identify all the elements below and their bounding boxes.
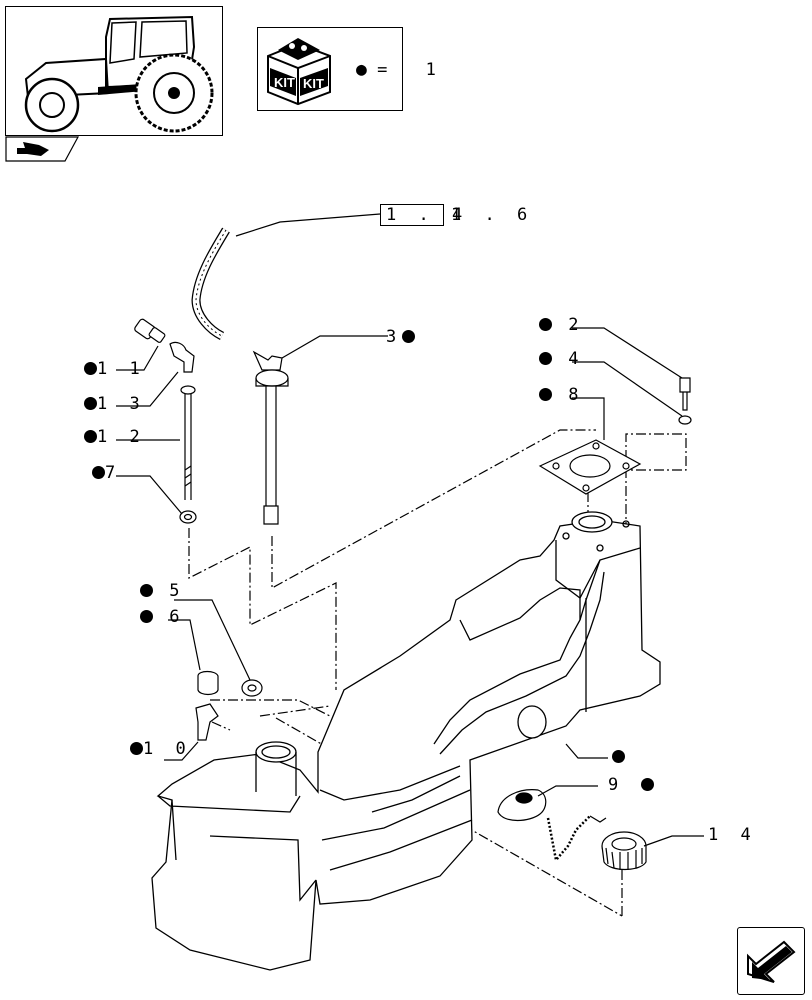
callout-5[interactable]: 5 <box>140 582 186 600</box>
kit-dot-icon <box>539 388 552 401</box>
reference-boxed-text: 1 . 1 <box>386 205 468 225</box>
callout-10[interactable]: 1 0 <box>130 740 192 758</box>
kit-dot-icon <box>539 352 552 365</box>
callout-4[interactable]: 4 <box>539 350 585 368</box>
next-page-arrow-icon <box>747 940 796 983</box>
callout-7[interactable]: 7 <box>92 464 121 482</box>
kit-label-left: KIT <box>274 75 295 90</box>
kit-dot-icon <box>402 330 416 343</box>
kit-legend-text: ● = 1 <box>356 59 436 80</box>
kit-box-icon: KIT KIT <box>267 38 331 106</box>
callout-14[interactable]: 1 4 <box>708 825 757 845</box>
kit-legend-equals: = <box>377 60 388 80</box>
callout-12[interactable]: 1 2 <box>84 428 146 446</box>
kit-dot-icon <box>140 584 153 597</box>
callout-6[interactable]: 6 <box>140 608 186 626</box>
kit-dot-icon <box>539 318 552 331</box>
prev-page-tab-icon[interactable] <box>5 136 79 162</box>
kit-dot-icon <box>612 750 625 763</box>
kit-dot-icon <box>140 610 153 623</box>
callout-11[interactable]: 1 1 <box>84 360 146 378</box>
kit-label-right: KIT <box>303 76 324 91</box>
callout-tank[interactable] <box>612 748 625 766</box>
next-page-button[interactable] <box>737 927 805 995</box>
callout-3[interactable]: 3 <box>386 328 416 346</box>
kit-legend-dot: ● <box>356 59 367 80</box>
kit-dot-icon <box>130 742 143 755</box>
part-nipple-11 <box>134 318 166 343</box>
reference-box[interactable] <box>380 204 444 226</box>
kit-dot-icon <box>84 430 97 443</box>
kit-dot-icon <box>84 362 97 375</box>
kit-legend-box: KIT KIT <box>257 27 403 111</box>
reference-rest-text: 4 . 6 <box>452 205 534 225</box>
tractor-thumbnail-icon <box>5 6 223 136</box>
kit-dot-icon <box>92 466 105 479</box>
callout-8[interactable]: 8 <box>539 386 585 404</box>
callout-13[interactable]: 1 3 <box>84 395 146 413</box>
kit-dot-icon <box>84 397 97 410</box>
kit-legend-value: 1 <box>425 60 436 80</box>
kit-dot-icon <box>640 778 654 791</box>
callout-9[interactable]: 9 <box>608 776 654 794</box>
callout-2[interactable]: 2 <box>539 316 585 334</box>
